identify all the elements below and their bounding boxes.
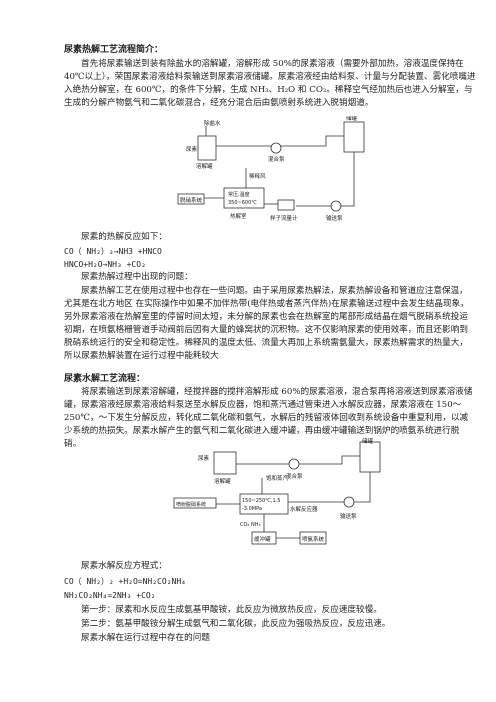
- hydrolysis-flow-diagram: 尿素 溶解罐 饱和蒸汽 混合泵 储罐 喷射脱硝系统 150~250℃,1.5 -…: [173, 438, 381, 545]
- mixing-pump-shape: [270, 142, 282, 154]
- diag1-label-tank: 溶解罐: [196, 162, 213, 170]
- storage-tank-2: [359, 441, 381, 473]
- diag2-feedpump-label: 输送泵: [340, 512, 357, 520]
- dissolving-tank: [197, 135, 217, 161]
- section2-equation-title: 尿素水解反应方程式：: [81, 561, 167, 571]
- dissolving-tank-2: [213, 451, 237, 475]
- diag1-meter-label: 样子流量计: [270, 214, 298, 222]
- diag2-pump-label: 混合泵: [286, 472, 303, 480]
- diag2-waste-label: 喷氨系统: [302, 535, 325, 543]
- section2-step1: 第一步：尿素和水反应生成氨基甲酸铵，此反应为微放热反应，反应速度较慢。: [81, 605, 382, 615]
- section2-problem-title: 尿素水解在运行过程中存在的问题: [81, 633, 210, 643]
- section2-step2: 第二步：氨基甲酸铵分解生成氨气和二氧化碳，此反应为强吸热反应，反应迅速。: [81, 619, 391, 629]
- pyrolysis-flow-diagram: 除盐水 尿素 溶解罐 混合泵 储罐 稀释风 常压,温度 350~600℃ 热解室…: [177, 116, 365, 222]
- diag2-denox-label: 喷射脱硝系统: [176, 501, 206, 508]
- denox-box-2: [173, 497, 217, 509]
- diag1-label-air: 稀释风: [249, 172, 266, 180]
- section1-paragraph2: 尿素热解工艺在使用过程中也存在一些问题。由于采用尿素热解法，尿素热解设备和管道应…: [64, 286, 469, 361]
- diag2-product-label: CO₂ NH₃: [240, 522, 261, 528]
- feed-pump-shape-2: [343, 496, 355, 508]
- mixing-pump-shape-2: [288, 458, 300, 470]
- section2-title: 尿素水解工艺流程：: [64, 374, 146, 384]
- section2-equation2: NH₂CO₂NH₄=2NH₃ +CO₂: [64, 591, 156, 600]
- diag2-tank-label: 溶解罐: [214, 477, 231, 485]
- section1-equation1: CO（ NH₂）₂→NH3 +HNCO: [64, 247, 162, 256]
- diag2-reactor-l1: 150~250℃,1.5: [242, 498, 280, 504]
- diag1-label-pump: 混合泵: [268, 155, 285, 163]
- diag1-chamber-l2: 350~600℃: [228, 200, 257, 206]
- section1-reaction-title: 尿素的热解反应如下：: [81, 232, 167, 242]
- section2-equation1: CO（ NH₂）₂ +H₂O=NH₂CO₂NH₄: [64, 577, 186, 586]
- diag2-reactor-l2: -3.0MPa: [242, 506, 262, 512]
- section1-title: 尿素热解工艺流程简介：: [64, 45, 164, 55]
- diag1-chamber-label: 热解室: [230, 212, 247, 220]
- denox-box: [177, 193, 205, 205]
- flow-meter: [277, 199, 295, 211]
- diag2-storage-label: 储罐: [362, 438, 374, 445]
- diag1-chamber-l1: 常压,温度: [228, 191, 250, 198]
- section1-problem-title: 尿素热解过程中出现的问题：: [81, 272, 193, 282]
- diag1-label-feed: 尿素: [186, 145, 198, 153]
- diag2-feed-label: 尿素: [198, 454, 210, 462]
- diag1-label-water: 除盐水: [204, 119, 221, 127]
- section1-paragraph1: 首先将尿素输送到装有除盐水的溶解罐，溶解形成 50%的尿素溶液（需要外部加热，溶…: [64, 59, 476, 108]
- section2-paragraph1: 将尿素输送到尿素溶解罐，经搅拌器的搅拌溶解形成 60%的尿素溶液，混合泵再将溶液…: [64, 387, 473, 449]
- diag1-denox-label: 脱硝系统: [180, 196, 203, 204]
- storage-tank-1: [343, 121, 365, 153]
- diag2-buffer-label: 缓冲罐: [254, 535, 271, 543]
- diag1-feedpump-label: 输送泵: [326, 214, 343, 222]
- diag1-label-storage: 储罐: [346, 116, 358, 122]
- feed-pump-shape: [330, 200, 342, 212]
- diag2-steam-label: 饱和蒸汽: [266, 474, 289, 482]
- section1-equation2: HNCO+H₂O→NH₃ +CO₂: [64, 260, 146, 269]
- diag2-reactor-label: 水解反应器: [290, 505, 318, 513]
